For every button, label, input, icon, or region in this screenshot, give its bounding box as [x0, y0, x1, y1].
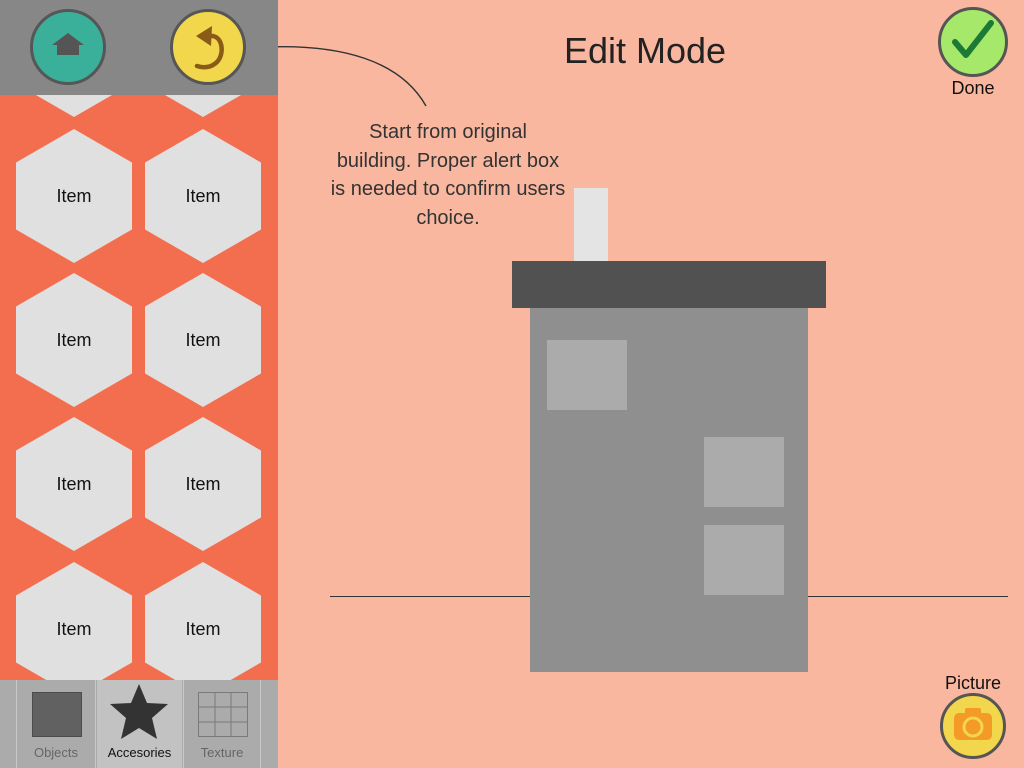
item-label: Item — [56, 329, 92, 350]
sidebar: Item Item Item Item Item Item Item Item … — [0, 0, 278, 768]
tab-texture[interactable]: Texture — [183, 680, 261, 768]
page-title: Edit Mode — [563, 30, 727, 71]
undo-button[interactable] — [170, 9, 246, 85]
item-label: Item — [185, 185, 221, 206]
item-grid: Item Item Item Item Item Item Item Item — [0, 95, 278, 680]
building-chimney[interactable] — [574, 188, 608, 262]
item-label: Item — [56, 473, 92, 494]
star-icon — [108, 682, 170, 745]
item-label: Item — [185, 329, 221, 350]
item-label: Item — [185, 618, 221, 639]
item-tile[interactable]: Item — [145, 562, 261, 680]
building-roof[interactable] — [512, 261, 826, 308]
item-label: Item — [56, 618, 92, 639]
tab-label: Accesories — [107, 745, 172, 760]
picture-button[interactable] — [940, 693, 1006, 759]
item-tile[interactable]: Item — [16, 562, 132, 680]
item-tile[interactable]: Item — [16, 273, 132, 407]
item-label: Item — [56, 185, 92, 206]
item-tile[interactable] — [16, 95, 132, 117]
home-button[interactable] — [30, 9, 106, 85]
annotation-note: Start from original building. Proper ale… — [330, 121, 566, 229]
item-label: Item — [185, 473, 221, 494]
item-tile[interactable]: Item — [145, 273, 261, 407]
building-body[interactable] — [530, 308, 808, 672]
tab-label: Texture — [200, 745, 244, 760]
tab-accessories[interactable]: Accesories — [97, 680, 182, 768]
building-window[interactable] — [704, 525, 784, 595]
grid-icon — [198, 692, 248, 737]
building-window[interactable] — [704, 437, 784, 507]
checkmark-icon — [951, 18, 995, 67]
item-tile[interactable] — [145, 95, 261, 117]
done-button[interactable] — [938, 7, 1008, 77]
picture-label: Picture — [944, 673, 1002, 693]
item-tile[interactable]: Item — [145, 129, 261, 263]
category-tab-bar: Objects Accesories Texture — [0, 680, 278, 768]
done-label: Done — [951, 78, 995, 98]
tab-objects[interactable]: Objects — [16, 680, 96, 768]
sidebar-toolbar — [0, 0, 278, 95]
ground-line — [808, 596, 1008, 597]
square-icon — [32, 692, 82, 737]
ground-line — [330, 596, 530, 597]
building-preview[interactable] — [510, 188, 830, 674]
annotation-arrow — [258, 42, 427, 107]
item-tile[interactable]: Item — [16, 417, 132, 551]
home-icon — [51, 30, 85, 65]
item-tile[interactable]: Item — [16, 129, 132, 263]
item-tile[interactable]: Item — [145, 417, 261, 551]
building-window[interactable] — [547, 340, 627, 410]
tab-label: Objects — [33, 745, 79, 760]
undo-icon — [183, 18, 233, 77]
camera-icon — [952, 706, 994, 747]
